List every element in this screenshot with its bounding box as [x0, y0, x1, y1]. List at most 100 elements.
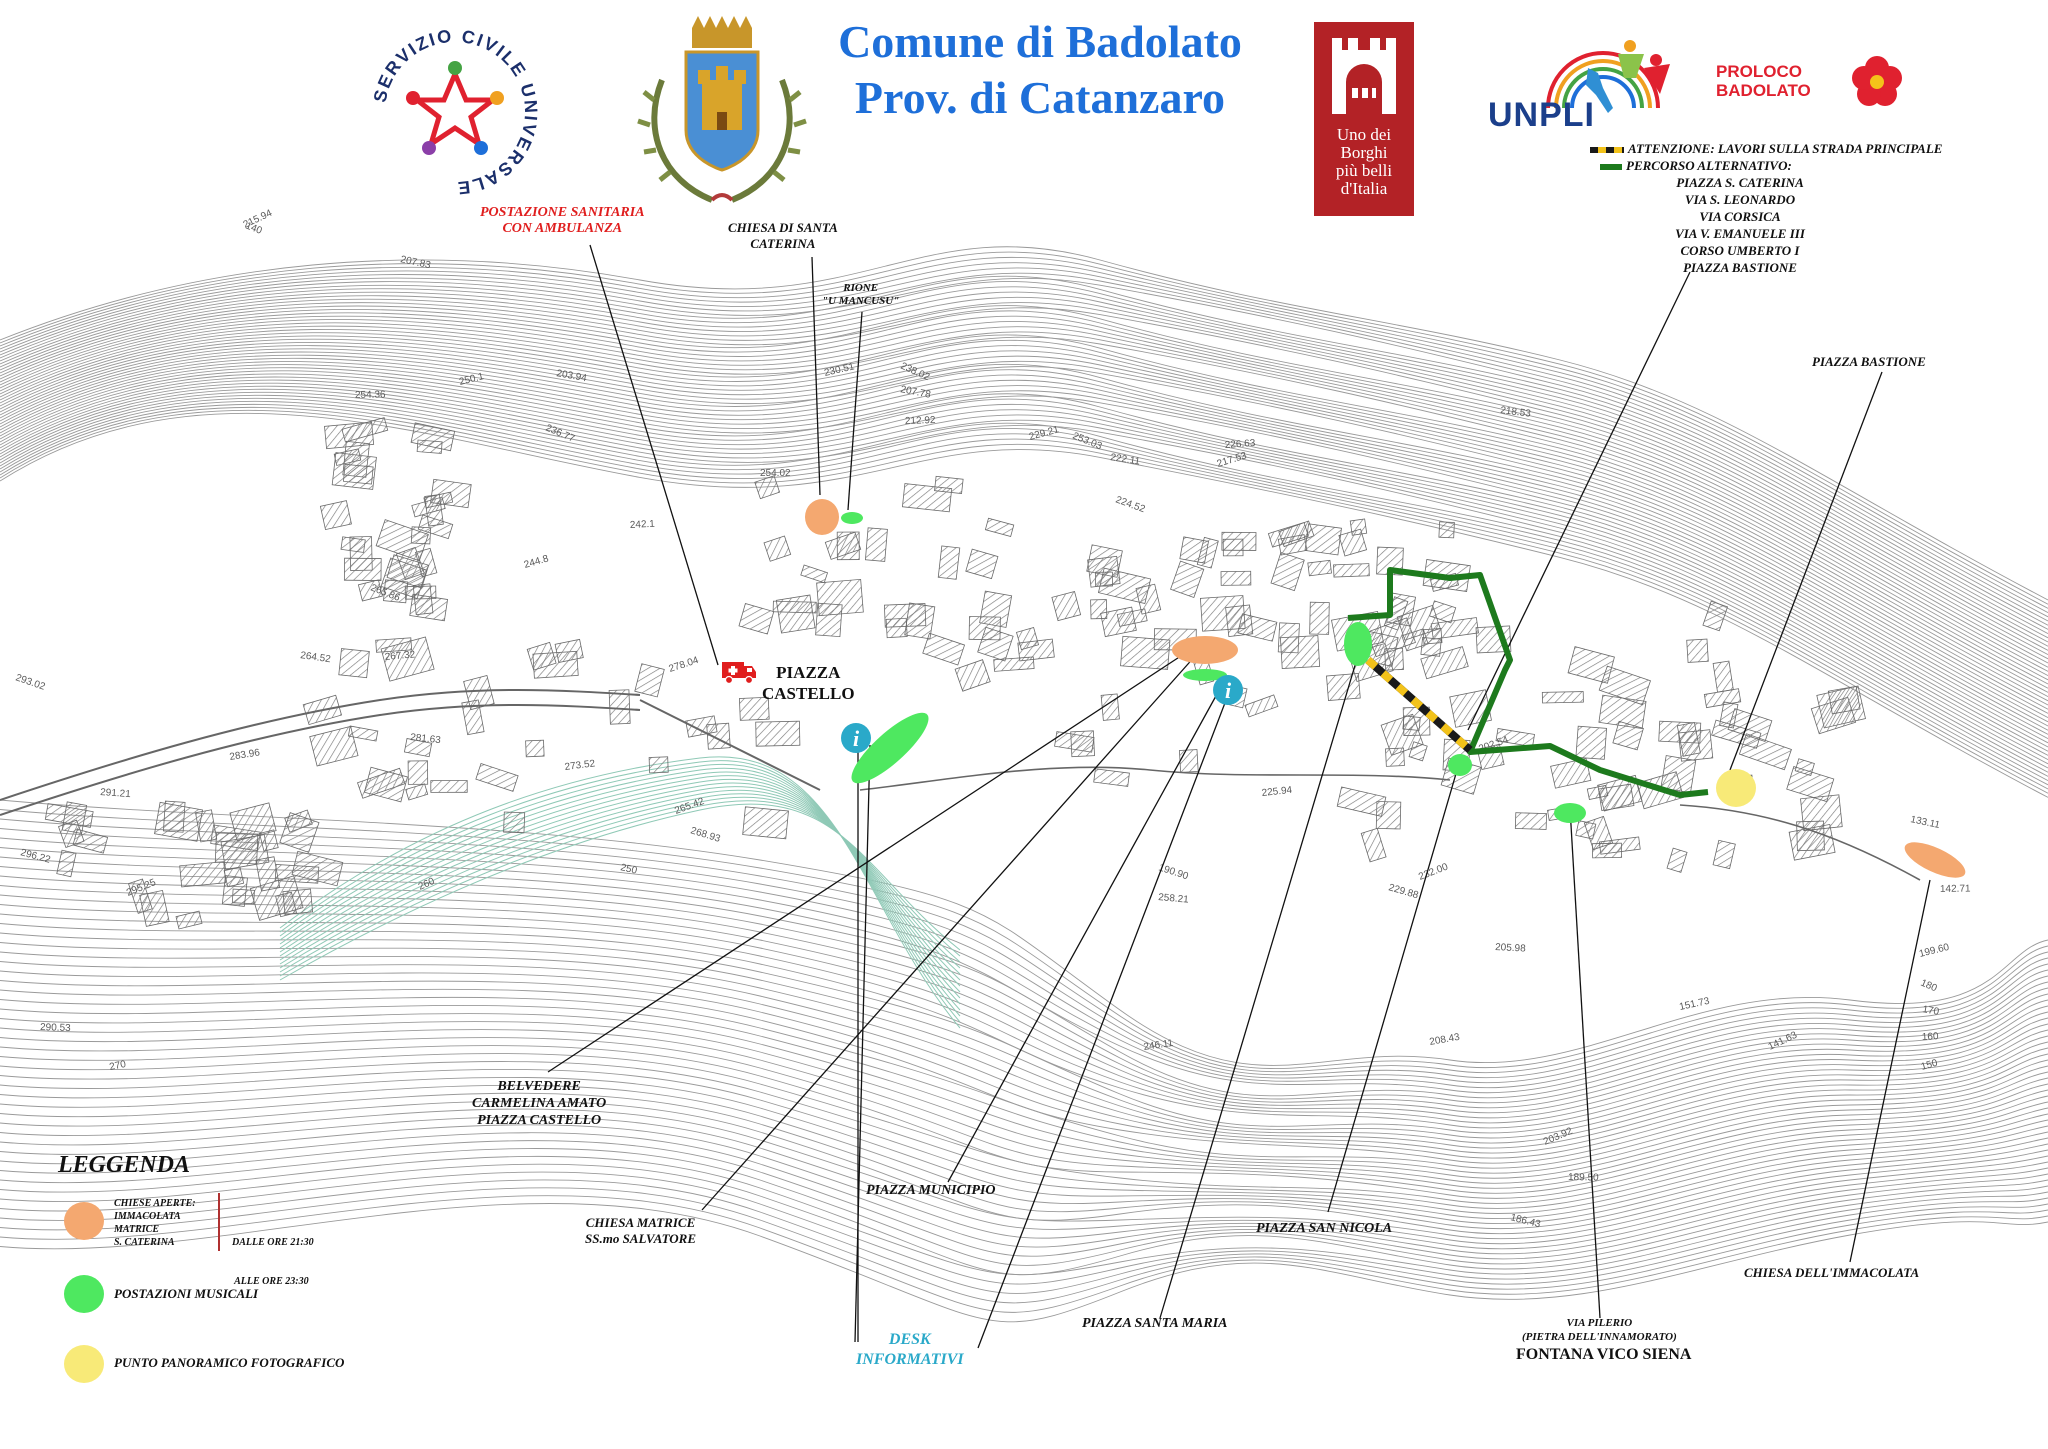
- elevation-label: 180: [1919, 978, 1939, 995]
- ambulance-icon: [722, 662, 756, 685]
- contour-line: [0, 1203, 2048, 1323]
- contour-line: [0, 1005, 2048, 1174]
- teal-contour-line: [279, 789, 961, 975]
- building-block: [375, 637, 413, 653]
- label-postazione-sanitaria: POSTAZIONE SANITARIA CON AMBULANZA: [480, 205, 645, 236]
- teal-contour-line: [279, 803, 961, 981]
- contour-line: [0, 385, 2048, 760]
- teal-contour-line: [279, 760, 961, 1023]
- building-block: [885, 617, 908, 639]
- works-swatch: [1590, 147, 1624, 154]
- contour-line: [0, 329, 2048, 685]
- contour-line: [0, 373, 2048, 744]
- building-block: [742, 806, 789, 840]
- building-block: [1360, 827, 1387, 863]
- svg-text:i: i: [853, 726, 860, 751]
- contour-line: [0, 1092, 2048, 1230]
- contour-line: [0, 394, 2048, 773]
- building-block: [162, 800, 186, 833]
- label-chiesa-santa-caterina: CHIESA DI SANTA CATERINA: [728, 220, 838, 251]
- building-block: [1326, 673, 1361, 701]
- contour-line: [0, 272, 2048, 622]
- contour-line: [0, 951, 2048, 1144]
- building-block: [324, 421, 375, 450]
- contour-line: [0, 391, 2048, 769]
- proloco-flower-logo: [1852, 56, 1902, 106]
- building-block: [1438, 521, 1455, 539]
- svg-text:i: i: [1225, 678, 1232, 703]
- building-block: [755, 720, 801, 747]
- building-block: [526, 641, 557, 671]
- contour-line: [0, 942, 2048, 1139]
- teal-contour-line: [279, 800, 961, 977]
- building-block: [1100, 606, 1137, 638]
- elevation-label: 224.52: [1114, 494, 1147, 515]
- building-block: [343, 557, 382, 581]
- building-block: [430, 780, 468, 793]
- building-block: [1612, 720, 1644, 751]
- building-block: [1712, 839, 1736, 870]
- contour-line: [0, 1013, 2048, 1179]
- building-block: [1575, 725, 1608, 760]
- music-santa-maria-marker: [1344, 622, 1372, 666]
- contour-line: [0, 923, 2048, 1129]
- building-block: [1336, 786, 1387, 817]
- elevation-label: 265.42: [673, 796, 706, 817]
- building-block: [634, 663, 665, 698]
- building-block: [383, 579, 409, 604]
- label-piazza-san-nicola: PIAZZA SAN NICOLA: [1256, 1221, 1393, 1236]
- elevation-label: 244.8: [523, 553, 551, 571]
- building-block: [685, 715, 718, 738]
- elevation-label: 293.02: [14, 672, 47, 693]
- page-title: Comune di Badolato Prov. di Catanzaro: [838, 16, 1242, 123]
- elevation-label: 264.52: [300, 650, 332, 665]
- building-block: [475, 762, 519, 792]
- building-block: [1702, 600, 1729, 632]
- contour-line: [0, 281, 2048, 634]
- contour-line: [0, 351, 2048, 714]
- contour-line: [0, 847, 2048, 1089]
- building-block: [1827, 685, 1861, 715]
- music-rione-marker: [841, 512, 863, 524]
- elevation-label: 207.83: [399, 254, 432, 271]
- building-block: [836, 531, 860, 561]
- label-via-pilerio: VIA PILERIO (PIETRA DELL'INNAMORATO): [1522, 1317, 1677, 1343]
- legend-photo-swatch: [64, 1345, 104, 1383]
- church-immacolata-marker: [1904, 842, 1966, 878]
- contour-line: [0, 980, 2048, 1159]
- building-block: [423, 491, 454, 509]
- servizio-civile-logo: SERVIZIO CIVILE UNIVERSALE: [370, 26, 540, 199]
- building-block: [1408, 741, 1428, 762]
- building-block: [1170, 560, 1205, 599]
- elevation-label: 291.21: [100, 787, 132, 800]
- building-block: [1402, 715, 1421, 731]
- teal-contour-line: [279, 771, 961, 1005]
- unpli-logo: [1546, 40, 1670, 113]
- music-belvedere-marker: [851, 712, 929, 784]
- building-block: [754, 475, 781, 500]
- contour-line: [0, 1132, 2048, 1255]
- contour-line: [0, 1076, 2048, 1220]
- contour-line: [0, 322, 2048, 676]
- elevation-label: 230.51: [823, 361, 856, 379]
- contour-line: [0, 277, 2048, 626]
- building-block: [410, 526, 432, 545]
- building-block: [319, 500, 352, 531]
- building-block: [1420, 636, 1442, 657]
- contour-line: [0, 286, 2048, 639]
- building-block: [259, 829, 279, 852]
- building-block: [416, 439, 443, 454]
- label-desk-informativi: DESK INFORMATIVI: [856, 1331, 964, 1368]
- contour-line: [0, 1061, 2048, 1209]
- contour-line: [0, 1084, 2048, 1225]
- route-notice-title: PERCORSO ALTERNATIVO:: [1590, 157, 2010, 174]
- building-block: [1788, 823, 1836, 861]
- building-block: [279, 812, 320, 853]
- teal-contour-line: [279, 775, 961, 999]
- coat-of-arms-logo: [637, 16, 807, 203]
- contour-line: [0, 403, 2048, 786]
- contour-line: [0, 1155, 2048, 1276]
- elevation-label: 203.94: [555, 368, 587, 384]
- contour-line: [0, 357, 2048, 723]
